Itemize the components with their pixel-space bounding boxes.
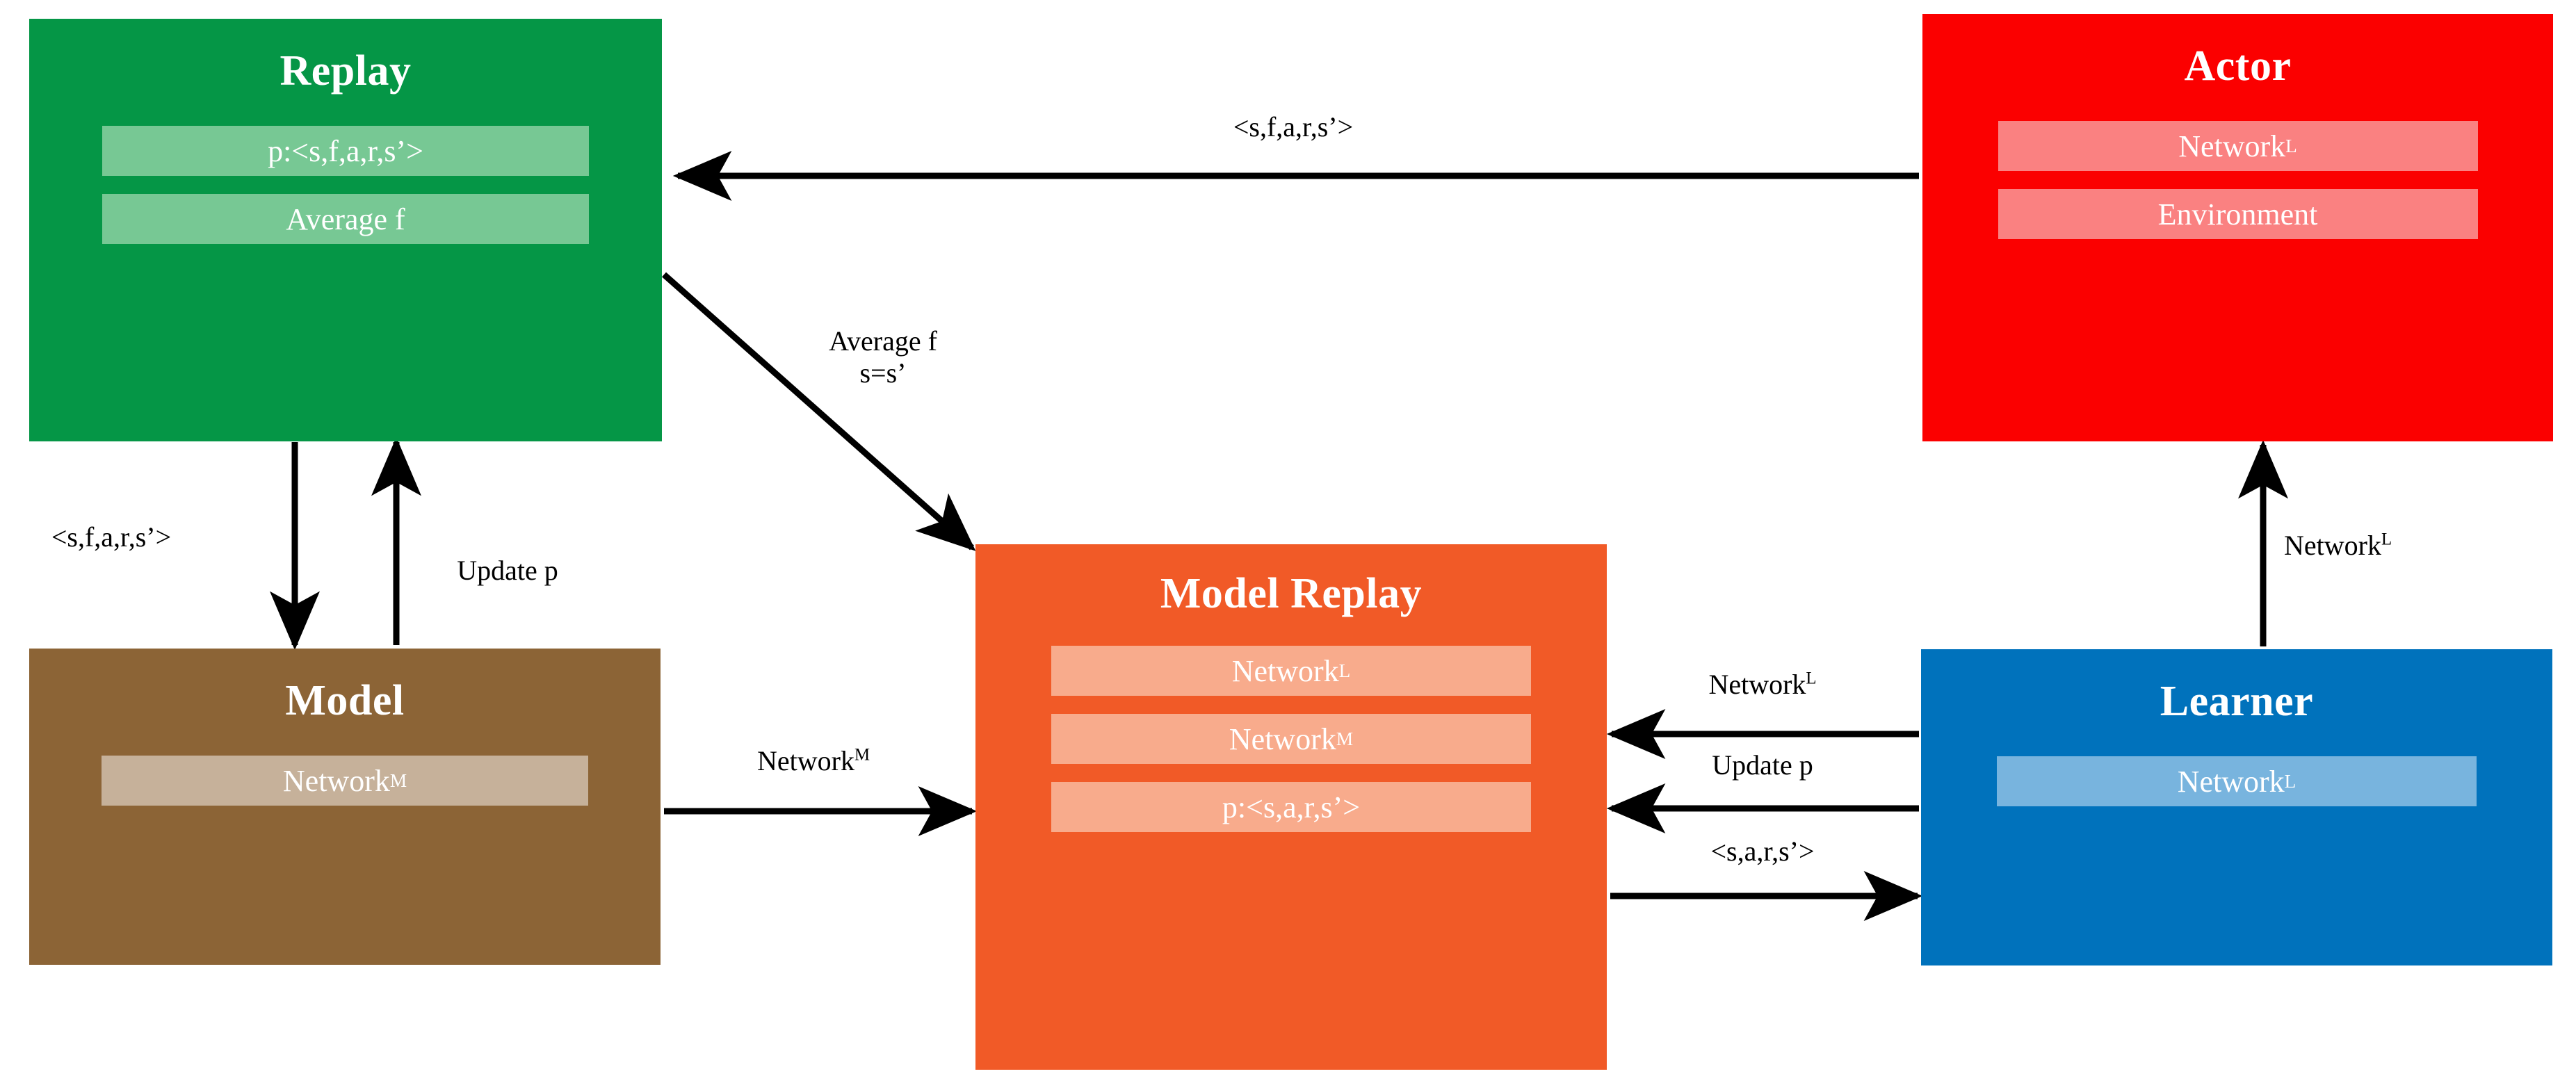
- edge-label-actor-to-replay: <s,f,a,r,s’>: [1175, 111, 1411, 143]
- node-model-title: Model: [285, 677, 405, 724]
- slot-label: Average f: [286, 202, 405, 236]
- node-actor-slot-environment: Environment: [1998, 189, 2478, 239]
- edge-label-text-second-line: s=s’: [859, 357, 907, 389]
- slot-label: p:<s,f,a,r,s’>: [268, 133, 423, 168]
- node-replay-title: Replay: [280, 47, 412, 95]
- edge-label-text: Network: [756, 745, 854, 776]
- edge-label-text: Average f: [829, 325, 937, 357]
- slot-label: Network: [2177, 764, 2285, 799]
- edge-label-model-to-replay: Update p: [410, 555, 605, 587]
- node-model-replay-slot-priority: p:<s,a,r,s’>: [1051, 782, 1531, 832]
- edge-label-text: Update p: [457, 555, 558, 586]
- node-model-replay-title: Model Replay: [1160, 570, 1423, 617]
- edge-label-superscript: L: [1806, 669, 1817, 688]
- slot-label: Environment: [2157, 197, 2318, 231]
- edge-label-superscript: L: [2381, 530, 2392, 549]
- edge-label-model-replay-to-learner: <s,a,r,s’>: [1644, 836, 1881, 867]
- edge-label-model-to-model-replay: NetworkM: [699, 745, 928, 777]
- edge-label-text: Network: [2284, 530, 2381, 561]
- arrow-replay-to-model-replay: [662, 272, 976, 551]
- edge-label-learner-to-actor: NetworkL: [2284, 530, 2520, 562]
- edge-label-learner-to-model-replay-network: NetworkL: [1644, 669, 1881, 701]
- edge-label-learner-to-model-replay-update: Update p: [1644, 749, 1881, 781]
- node-replay-slot-priority: p:<s,f,a,r,s’>: [102, 126, 589, 176]
- edge-label-text: Network: [1708, 669, 1806, 700]
- node-actor-title: Actor: [2184, 42, 2292, 90]
- slot-label: Network: [282, 763, 390, 798]
- edge-label-superscript: M: [854, 745, 870, 765]
- slot-label: Network: [1229, 722, 1336, 756]
- edge-label-text: <s,f,a,r,s’>: [51, 521, 172, 553]
- edge-label-text: <s,a,r,s’>: [1710, 836, 1815, 867]
- slot-label: Network: [2178, 129, 2286, 163]
- slot-label: p:<s,a,r,s’>: [1222, 790, 1361, 824]
- edge-label-text: <s,f,a,r,s’>: [1233, 111, 1354, 142]
- node-learner-title: Learner: [2160, 678, 2314, 725]
- node-replay-slot-average-f: Average f: [102, 194, 589, 244]
- edge-label-replay-to-model: <s,f,a,r,s’>: [7, 521, 216, 553]
- node-replay[interactable]: Replay p:<s,f,a,r,s’> Average f: [29, 19, 662, 441]
- edge-label-text: Update p: [1712, 749, 1813, 781]
- slot-label: Network: [1231, 653, 1339, 688]
- edge-label-replay-to-model-replay: Average f s=s’: [786, 325, 980, 389]
